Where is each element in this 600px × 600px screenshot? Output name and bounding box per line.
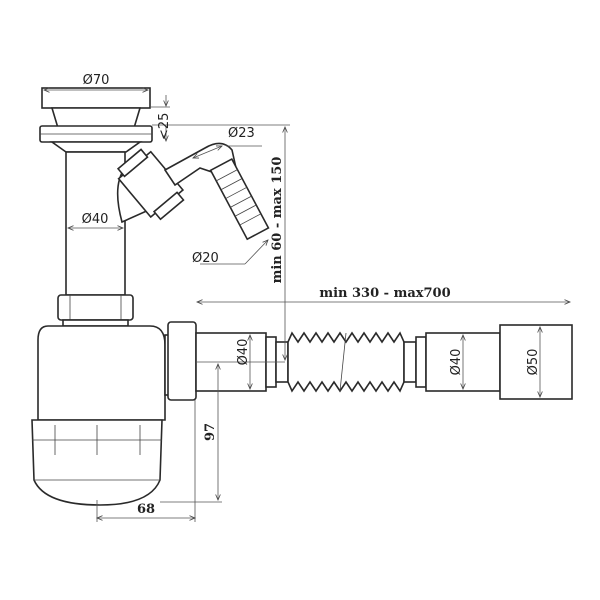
corrugated-hose [287, 331, 405, 393]
flange-gap-label: <25 [157, 113, 172, 140]
dimension-lines [44, 90, 570, 522]
hose-diameter-label: Ø20 [192, 251, 219, 266]
flange-diameter-label: Ø70 [83, 73, 110, 88]
outlet-assembly [164, 321, 573, 401]
outlet-inner-diameter-label: Ø40 [236, 339, 251, 366]
height-range-label: min 60 - max 150 [270, 157, 285, 284]
corrugated-diameter-label: Ø40 [449, 349, 464, 376]
vertical-pipe [65, 151, 126, 296]
side-branch [116, 142, 270, 241]
outlet-offset-label: 68 [137, 502, 155, 517]
branch-diameter-label: Ø23 [228, 126, 255, 141]
pipe-diameter-label: Ø40 [82, 212, 109, 227]
ribbed-hose [209, 157, 270, 241]
outlet-height-label: 97 [203, 423, 218, 441]
bottle-trap [31, 294, 166, 506]
drain-flange [39, 87, 153, 153]
length-range-label: min 330 - max700 [319, 286, 450, 301]
outlet-end-diameter-label: Ø50 [526, 349, 541, 376]
